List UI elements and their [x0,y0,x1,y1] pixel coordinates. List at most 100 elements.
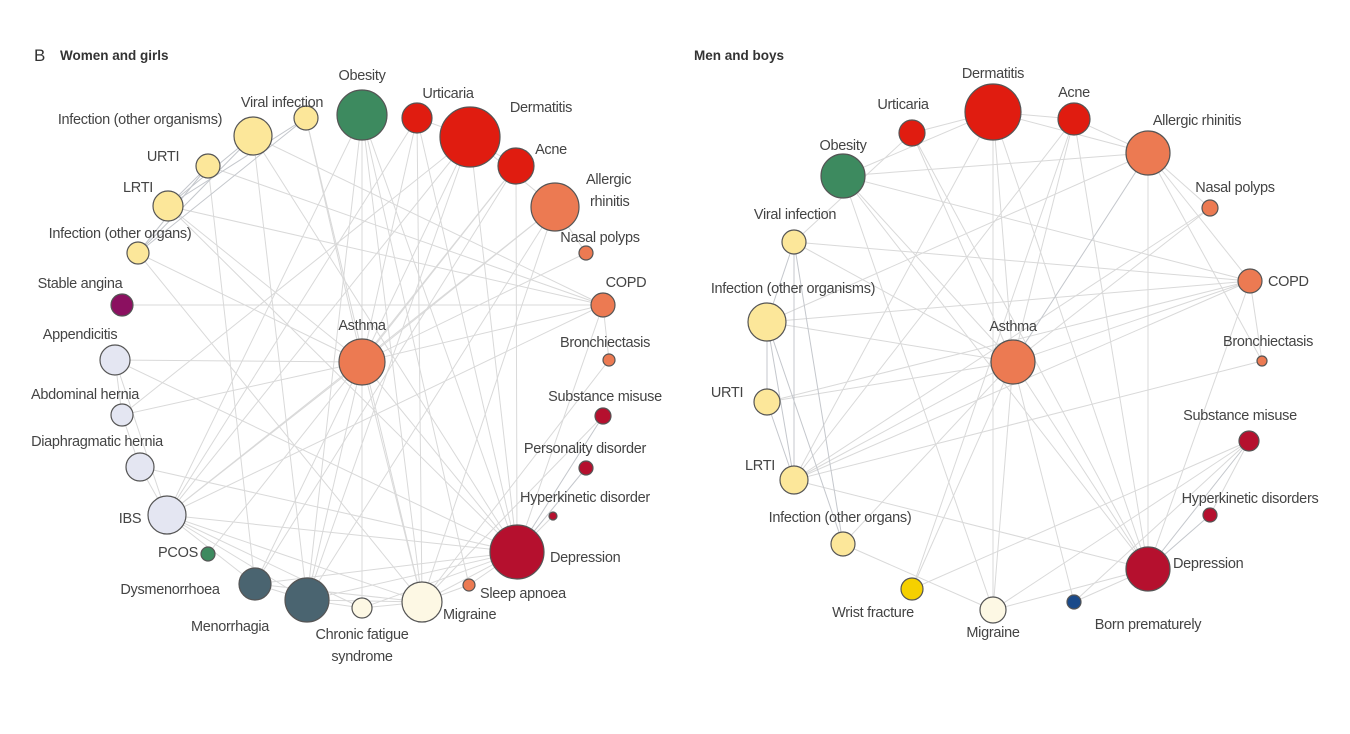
edge-obesity-allergic [842,152,1149,177]
node-circle-depression [489,524,545,580]
node-circle-migraine [401,581,443,623]
edge-asthma-lrti [167,205,363,363]
edge-inforg-depression [252,135,518,553]
edge-acne-lrti [793,118,1075,481]
node-circle-urticaria [898,119,926,147]
node-label-inforg: Infection (other organisms) [711,281,875,297]
edge-inforg-copd [252,135,604,306]
edge-obesity-depression [361,114,518,553]
edge-obesity-sleep [361,114,470,586]
node-label-bronch: Bronchiectasis [1223,334,1313,350]
panel-title-women: Women and girls [60,48,169,63]
node-label-ibs: IBS [119,511,141,527]
node-label-urti: URTI [147,149,179,165]
node-allergic: Allergic rhinitis [1125,113,1242,176]
node-label-asthma: Asthma [989,319,1038,335]
edge-allergic-inforg [766,152,1149,323]
edge-asthma-depression [1012,361,1149,570]
node-label-depression: Depression [550,550,621,566]
node-menorrhagia: Menorrhagia [191,577,330,635]
edge-substance-premature [1073,440,1250,603]
edge-lrti-bronch [793,360,1263,481]
edge-acne-depression [1073,118,1149,570]
edge-asthma-urti [766,361,1014,403]
panel-letter: B [34,46,45,65]
node-label-cfs: Chronic fatigue [315,627,408,643]
node-inforg: Infection (other organisms) [58,112,273,156]
edge-inforgans-migraine [842,543,994,611]
node-label-inforg: Infection (other organisms) [58,112,222,128]
strong-edge-depression-substance [1147,440,1250,570]
node-label-substance: Substance misuse [1183,408,1297,424]
strong-edge-inforg-inforgans [766,321,844,545]
nodes: ObesityUrticariaDermatitisAcneAllergicrh… [31,68,662,665]
node-label-urti: URTI [711,385,743,401]
edge-diaph-depression [139,466,518,553]
node-label-sleep: Sleep apnoea [480,586,567,602]
strong-edge-viral-inforgans [137,117,307,254]
node-circle-nasal [1201,199,1219,217]
edge-asthma-dermatitis [361,136,471,363]
node-label-diaph: Diaphragmatic hernia [31,434,164,450]
edge-ibs-menorrhagia [166,514,308,601]
node-circle-asthma [990,339,1036,385]
node-inforg: Infection (other organisms) [711,281,875,342]
node-label-allergic: Allergic rhinitis [1153,113,1241,129]
node-label-dermatitis: Dermatitis [962,66,1024,82]
node-lrti: LRTI [745,458,809,495]
edge-dermatitis-lrti [793,111,994,481]
node-circle-copd [1237,268,1263,294]
node-urti: URTI [147,149,221,179]
edge-ibs-migraine [166,514,423,603]
node-circle-allergic [530,182,580,232]
node-label-migraine: Migraine [443,607,496,623]
node-circle-hyperkinetic [548,511,558,521]
edge-asthma-obesity [842,175,1014,363]
node-circle-angina [110,293,134,317]
edge-asthma-abdom [121,361,363,416]
node-label-lrti: LRTI [123,180,153,196]
node-nasal: Nasal polyps [1195,180,1275,217]
node-circle-sleep [462,578,476,592]
node-circle-bronch [1256,355,1268,367]
edge-urti-copd [207,165,604,306]
edge-dermatitis-ibs [166,136,471,516]
node-urti: URTI [711,385,781,416]
edge-asthma-nasal [1012,207,1211,363]
node-circle-cfs [351,597,373,619]
node-label-obesity: Obesity [338,68,386,84]
edge-asthma-copd [361,304,604,363]
node-label-viral: Viral infection [754,207,837,223]
node-viral: Viral infection [754,207,837,255]
edge-asthma-dermatitis [992,111,1014,363]
node-hyperkinetic: Hyperkinetic disorders [1182,491,1319,523]
edge-asthma-migraine [992,361,1014,611]
node-circle-dermatitis [439,106,501,168]
node-substance: Substance misuse [548,389,662,425]
edge-asthma-wrist [911,361,1014,590]
node-wrist: Wrist fracture [832,577,924,621]
node-circle-copd [590,292,616,318]
node-label-nasal: Nasal polyps [1195,180,1274,196]
node-circle-nasal [578,245,594,261]
network-women-and-girls: ObesityUrticariaDermatitisAcneAllergicrh… [31,68,662,665]
node-circle-inforgans [126,241,150,265]
edge-asthma-append [114,359,363,363]
edge-dermatitis-depression [469,136,518,553]
edge-lrti-depression [167,205,518,553]
node-obesity: Obesity [336,68,388,141]
node-viral: Viral infection [241,95,324,131]
node-circle-lrti [152,190,184,222]
node-append: Appendicitis [43,327,131,376]
node-acne: Acne [1057,85,1091,136]
node-circle-acne [1057,102,1091,136]
node-circle-obesity [336,89,388,141]
edge-asthma-menorrhagia [306,361,363,601]
node-circle-inforg [233,116,273,156]
node-substance: Substance misuse [1183,408,1297,452]
edge-urti-dysmen [207,165,256,585]
edge-dysmen-migraine [254,583,423,603]
node-circle-pcos [200,546,216,562]
